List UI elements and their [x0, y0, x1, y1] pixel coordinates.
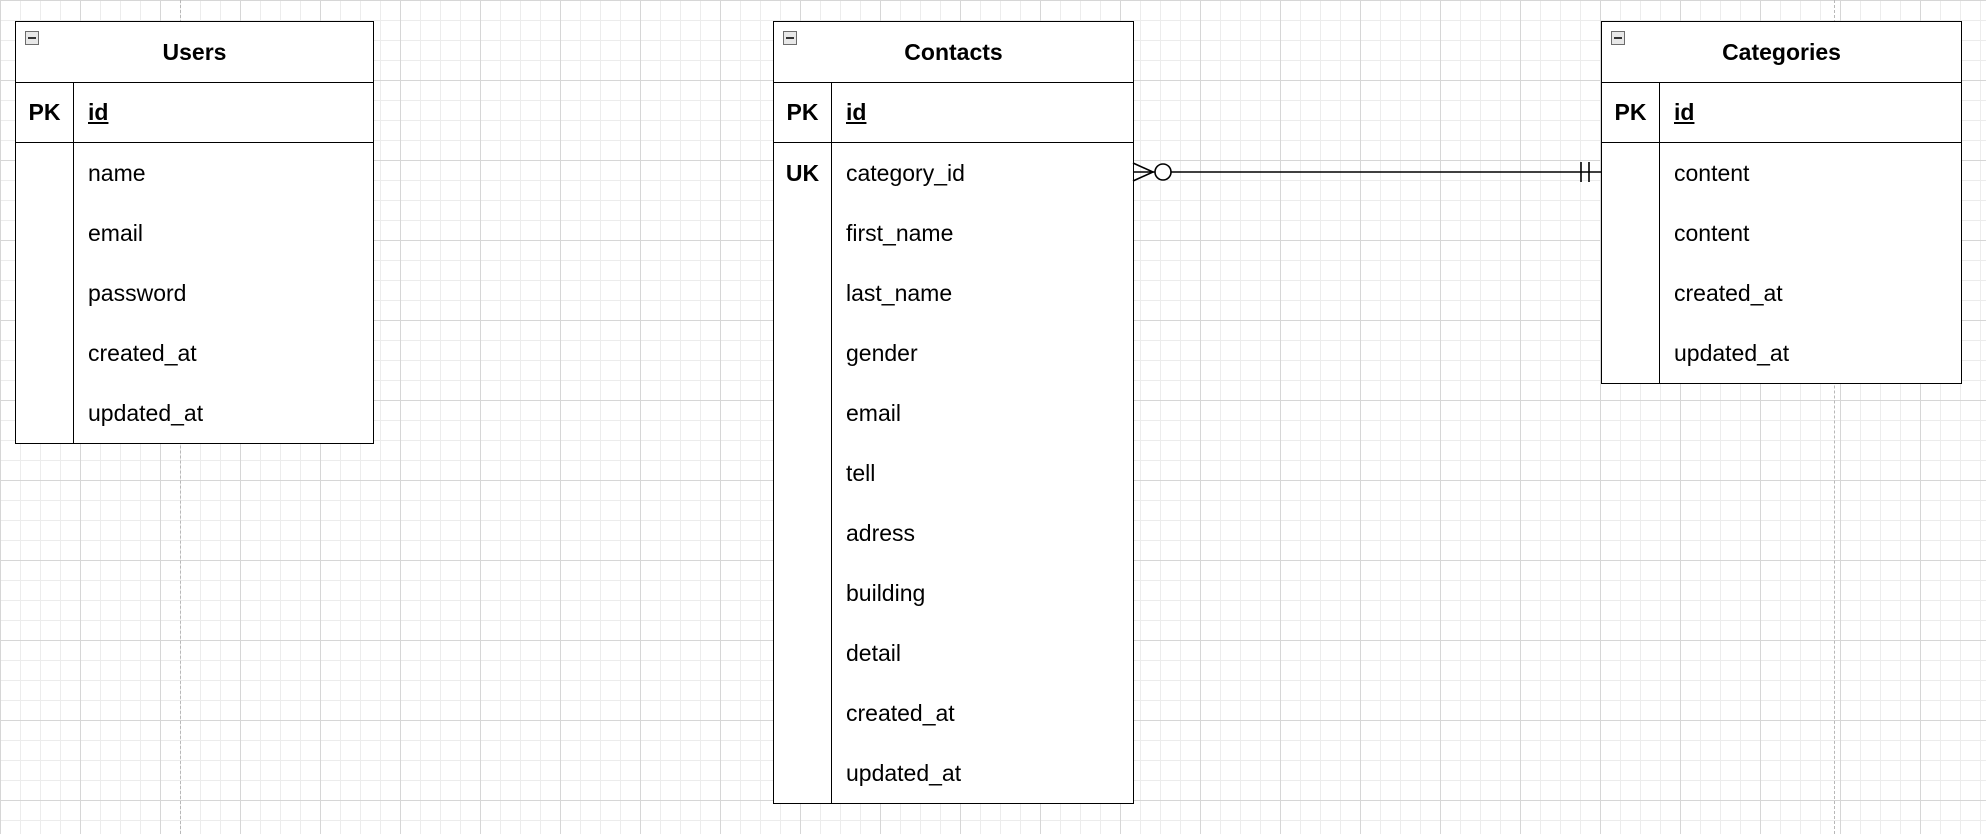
- primary-key-field: id: [846, 99, 867, 125]
- attribute-list: content content created_at updated_at: [1660, 143, 1961, 383]
- primary-key-field: id: [88, 99, 109, 125]
- attribute-row[interactable]: tell: [846, 459, 876, 486]
- key-label: PK: [774, 83, 832, 142]
- primary-key-row[interactable]: PK id: [1602, 83, 1961, 143]
- attribute-row[interactable]: updated_at: [1674, 339, 1790, 366]
- crows-foot-many-marker: [1132, 162, 1155, 182]
- attribute-section: name email password created_at updated_at: [16, 143, 373, 443]
- collapse-icon[interactable]: [1611, 31, 1625, 45]
- key-label: PK: [16, 83, 74, 142]
- entity-header: Categories: [1602, 22, 1961, 83]
- attribute-row[interactable]: created_at: [846, 699, 955, 726]
- attribute-section: content content created_at updated_at: [1602, 143, 1961, 383]
- attribute-row[interactable]: last_name: [846, 279, 953, 306]
- primary-key-row[interactable]: PK id: [774, 83, 1133, 143]
- zero-optional-marker: [1154, 163, 1172, 181]
- entity-header: Users: [16, 22, 373, 83]
- entity-categories[interactable]: Categories PK id content content created_a…: [1601, 21, 1962, 384]
- primary-key-field: id: [1674, 99, 1695, 125]
- key-label: PK: [1602, 83, 1660, 142]
- entity-title: Contacts: [904, 38, 1003, 65]
- attribute-key: UK: [785, 159, 820, 186]
- attribute-row[interactable]: content: [1674, 219, 1750, 246]
- entity-title: Users: [162, 38, 227, 65]
- entity-title: Categories: [1722, 38, 1841, 65]
- attribute-key-column: [16, 143, 74, 443]
- attribute-row[interactable]: updated_at: [846, 759, 962, 786]
- attribute-row[interactable]: password: [88, 279, 187, 306]
- attribute-row[interactable]: content: [1674, 159, 1750, 186]
- attribute-row[interactable]: created_at: [1674, 279, 1783, 306]
- entity-header: Contacts: [774, 22, 1133, 83]
- attribute-row[interactable]: category_id: [846, 159, 965, 186]
- attribute-row[interactable]: updated_at: [88, 399, 204, 426]
- attribute-row[interactable]: building: [846, 579, 926, 606]
- attribute-list: name email password created_at updated_at: [74, 143, 373, 443]
- attribute-row[interactable]: first_name: [846, 219, 954, 246]
- attribute-row[interactable]: gender: [846, 339, 918, 366]
- attribute-row[interactable]: detail: [846, 639, 901, 666]
- attribute-row[interactable]: name: [88, 159, 146, 186]
- collapse-icon[interactable]: [25, 31, 39, 45]
- attribute-row[interactable]: adress: [846, 519, 916, 546]
- attribute-key-column: [1602, 143, 1660, 383]
- relationship-contacts-categories[interactable]: [1132, 162, 1601, 182]
- attribute-key-column: UK: [774, 143, 832, 803]
- primary-key-row[interactable]: PK id: [16, 83, 373, 143]
- collapse-icon[interactable]: [783, 31, 797, 45]
- attribute-row[interactable]: email: [88, 219, 143, 246]
- attribute-row[interactable]: email: [846, 399, 901, 426]
- attribute-row[interactable]: created_at: [88, 339, 197, 366]
- page-break-line: [1834, 0, 1835, 834]
